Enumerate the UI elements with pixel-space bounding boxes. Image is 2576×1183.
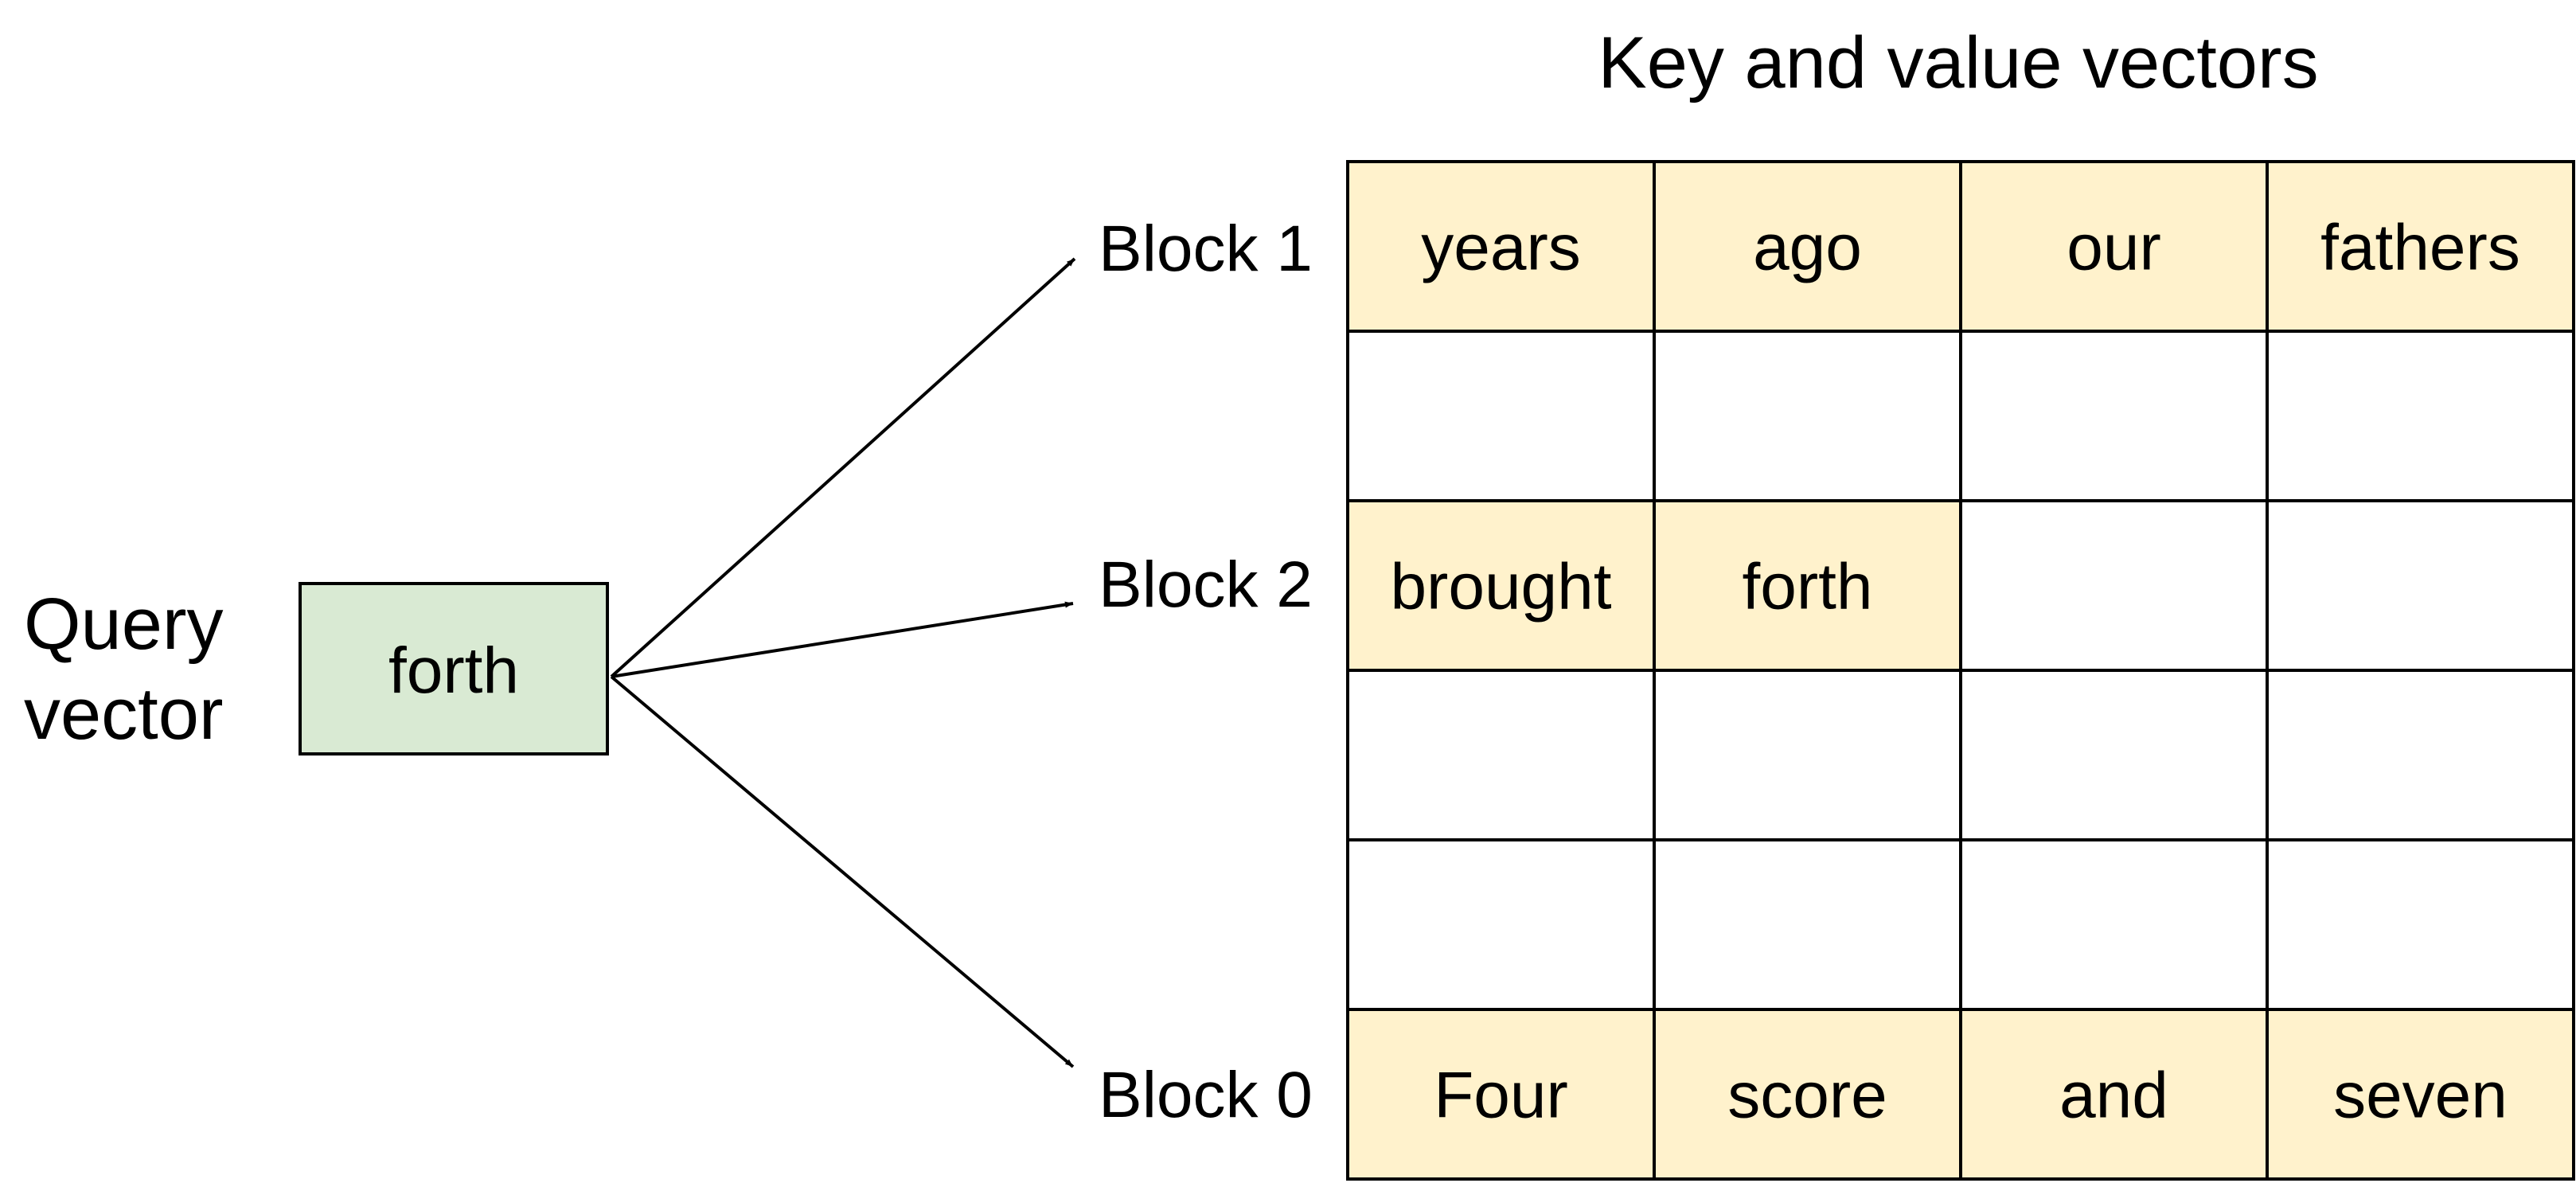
arrows	[610, 257, 1076, 1068]
grid-cell	[2266, 1008, 2575, 1181]
grid-cell	[1959, 160, 2269, 333]
arrow-to-block-2	[611, 601, 1074, 678]
grid-cell	[1346, 669, 1656, 841]
block-label-0: Block 0	[1099, 1059, 1313, 1131]
grid-cell	[1346, 499, 1656, 672]
block-label-2: Block 2	[1099, 549, 1313, 621]
query-label-line-2: vector	[24, 673, 224, 755]
grid-cell	[1959, 1008, 2269, 1181]
grid-cell-token: and	[2059, 1060, 2168, 1132]
grid-cell	[2266, 160, 2575, 333]
grid-cell-token: brought	[1390, 551, 1611, 623]
block-label-1: Block 1	[1099, 213, 1313, 285]
grid-cell-token: fathers	[2320, 212, 2520, 284]
arrow-to-block-1	[610, 257, 1076, 678]
query-token: forth	[388, 634, 519, 707]
grid-cell	[1346, 330, 1656, 502]
grid-cell-token: forth	[1742, 551, 1872, 623]
diagram-title: Key and value vectors	[1598, 22, 2318, 103]
grid-cell	[1959, 499, 2269, 672]
grid-cell	[1653, 1008, 1962, 1181]
grid-cell-token: our	[2067, 212, 2161, 284]
grid-cell	[1653, 160, 1962, 333]
grid-cell	[2266, 499, 2575, 672]
arrow-to-block-0	[610, 675, 1075, 1068]
query-box	[299, 582, 609, 755]
grid-cell	[1653, 838, 1962, 1011]
query-label-line-1: Query	[24, 584, 224, 665]
grid-cell	[1653, 669, 1962, 841]
grid-cell-token: years	[1421, 212, 1581, 284]
grid-cell	[1346, 1008, 1656, 1181]
grid-cell	[1959, 669, 2269, 841]
grid-cell	[1959, 330, 2269, 502]
grid-cell	[1346, 838, 1656, 1011]
grid-cell-token: Four	[1434, 1060, 1568, 1132]
grid-cell	[1653, 499, 1962, 672]
grid-cell-token: ago	[1753, 212, 1862, 284]
grid-cell	[2266, 330, 2575, 502]
grid-cell	[1346, 160, 1656, 333]
grid-cell	[1653, 330, 1962, 502]
grid-cell-token: seven	[2333, 1060, 2508, 1132]
grid-cell	[1959, 838, 2269, 1011]
grid-cell	[2266, 838, 2575, 1011]
grid-cell-token: score	[1727, 1060, 1887, 1132]
grid-cell	[2266, 669, 2575, 841]
